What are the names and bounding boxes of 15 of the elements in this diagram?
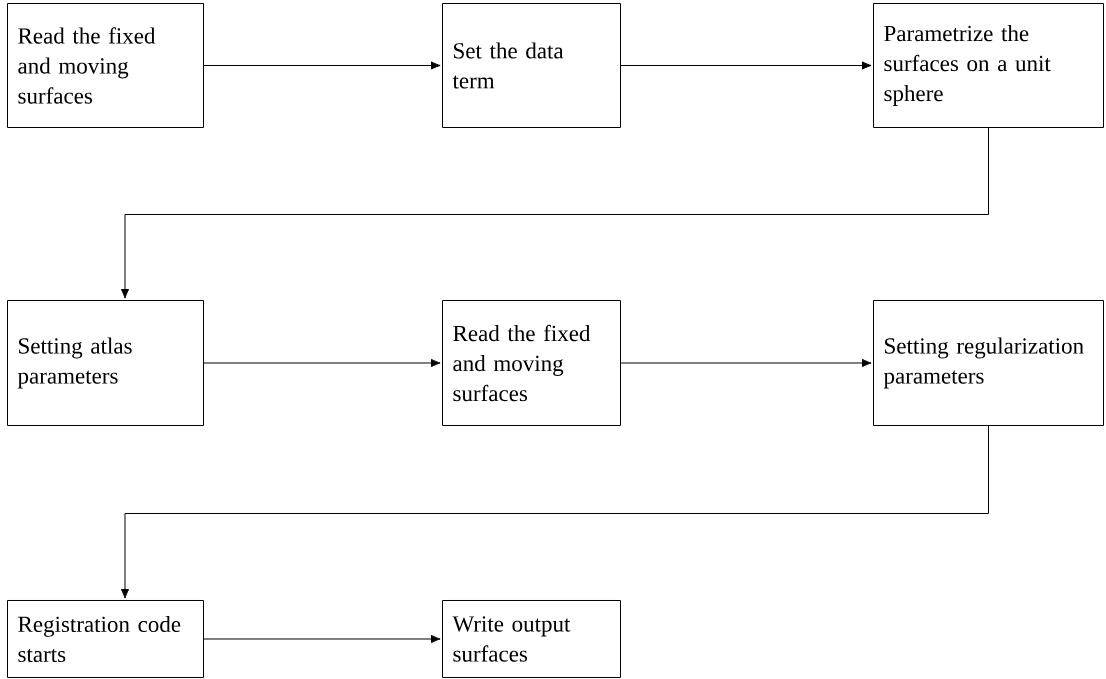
- process-box: Registration code starts: [7, 600, 204, 678]
- process-box: Read the fixed and moving surfaces: [442, 300, 621, 426]
- process-box: Read the fixed and moving surfaces: [7, 3, 204, 128]
- arrow: [620, 61, 872, 70]
- process-box: Setting regularization parameters: [873, 300, 1104, 426]
- process-box: Parametrize the surfaces on a unit sphere: [873, 3, 1104, 128]
- arrow: [203, 634, 441, 644]
- arrow: [120, 127, 989, 299]
- arrow: [203, 358, 441, 368]
- arrow: [620, 358, 872, 368]
- process-box: Set the data term: [442, 3, 621, 128]
- arrow: [120, 425, 989, 599]
- process-box: Setting atlas parameters: [7, 300, 204, 426]
- process-box: Write output surfaces: [442, 600, 621, 678]
- arrow: [203, 61, 441, 70]
